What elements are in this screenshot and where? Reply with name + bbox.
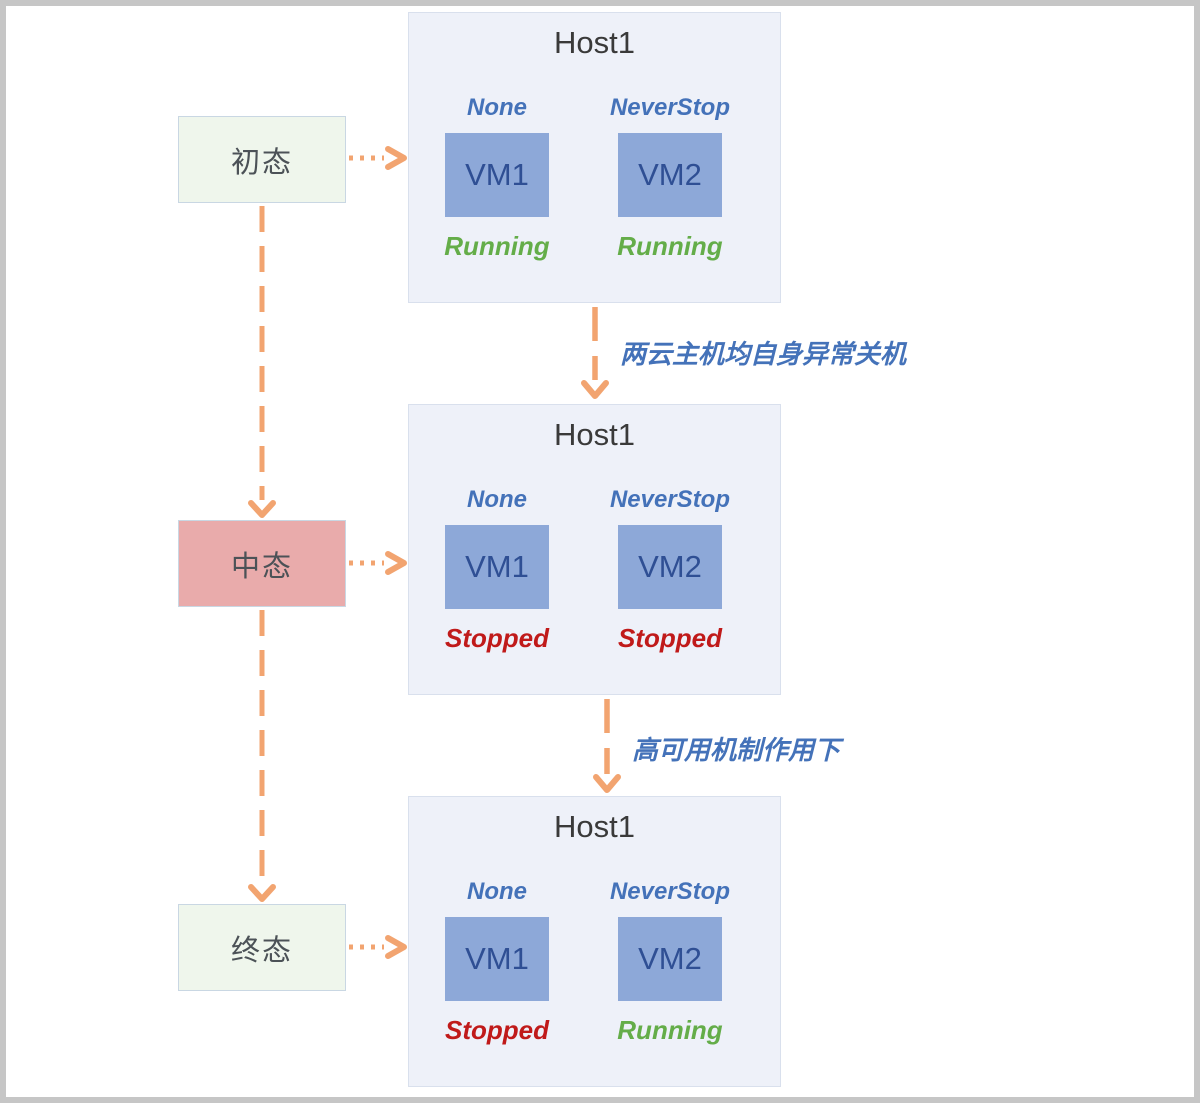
vm-column-vm2: NeverStop VM2 Stopped: [585, 485, 755, 654]
state-label-final: 终态: [230, 934, 293, 967]
vm-status: Running: [617, 1015, 723, 1045]
vm-column-vm2: NeverStop VM2 Running: [585, 877, 755, 1046]
vm-box-vm1: VM1: [445, 917, 549, 1001]
state-box-final: 终态: [178, 904, 346, 991]
vm-box-vm1: VM1: [445, 133, 549, 217]
vm-status: Stopped: [618, 623, 722, 653]
vm-name: VM2: [638, 941, 702, 976]
arrow-middle-to-final: [248, 610, 276, 902]
vm-policy: None: [467, 94, 527, 121]
vm-policy: NeverStop: [609, 878, 731, 905]
vm-column-vm1: None VM1 Stopped: [412, 485, 582, 654]
vm-name: VM2: [638, 549, 702, 584]
vm-status: Stopped: [445, 1015, 549, 1045]
vm-box-vm2: VM2: [618, 917, 722, 1001]
vm-policy: NeverStop: [609, 94, 731, 121]
host-card-middle: Host1 None VM1 Stopped NeverStop VM2 Sto…: [408, 404, 781, 695]
vm-status: Running: [444, 231, 550, 261]
host-card-initial: Host1 None VM1 Running NeverStop VM2 Run…: [408, 12, 781, 303]
arrow-initial-to-middle: [248, 206, 276, 518]
vm-box-vm2: VM2: [618, 133, 722, 217]
vm-name: VM1: [465, 157, 529, 192]
vm-box-vm2: VM2: [618, 525, 722, 609]
state-label-middle: 中态: [230, 550, 293, 583]
vm-policy: None: [467, 878, 527, 905]
vm-policy: None: [467, 486, 527, 513]
vm-name: VM1: [465, 941, 529, 976]
vm-name: VM2: [638, 157, 702, 192]
vm-status: Running: [617, 231, 723, 261]
vm-name: VM1: [465, 549, 529, 584]
arrow-host1-to-host2: [581, 307, 609, 399]
host-title: Host1: [554, 809, 635, 844]
state-label-initial: 初态: [230, 146, 293, 179]
host-title: Host1: [554, 25, 635, 60]
arrow-initial-to-host: [349, 146, 407, 170]
arrow-middle-to-host: [349, 551, 407, 575]
host-card-final: Host1 None VM1 Stopped NeverStop VM2 Run…: [408, 796, 781, 1087]
state-box-initial: 初态: [178, 116, 346, 203]
vm-policy: NeverStop: [609, 486, 731, 513]
vm-box-vm1: VM1: [445, 525, 549, 609]
vm-column-vm2: NeverStop VM2 Running: [585, 93, 755, 262]
state-box-middle: 中态: [178, 520, 346, 607]
arrow-host2-to-host3: [593, 699, 621, 793]
transition-label-abnormal-shutdown: 两云主机均自身异常关机: [620, 339, 907, 369]
vm-column-vm1: None VM1 Stopped: [412, 877, 582, 1046]
vm-status: Stopped: [445, 623, 549, 653]
transition-label-ha-mechanism: 高可用机制作用下: [632, 735, 841, 765]
host-title: Host1: [554, 417, 635, 452]
arrow-final-to-host: [349, 935, 407, 959]
vm-column-vm1: None VM1 Running: [412, 93, 582, 262]
